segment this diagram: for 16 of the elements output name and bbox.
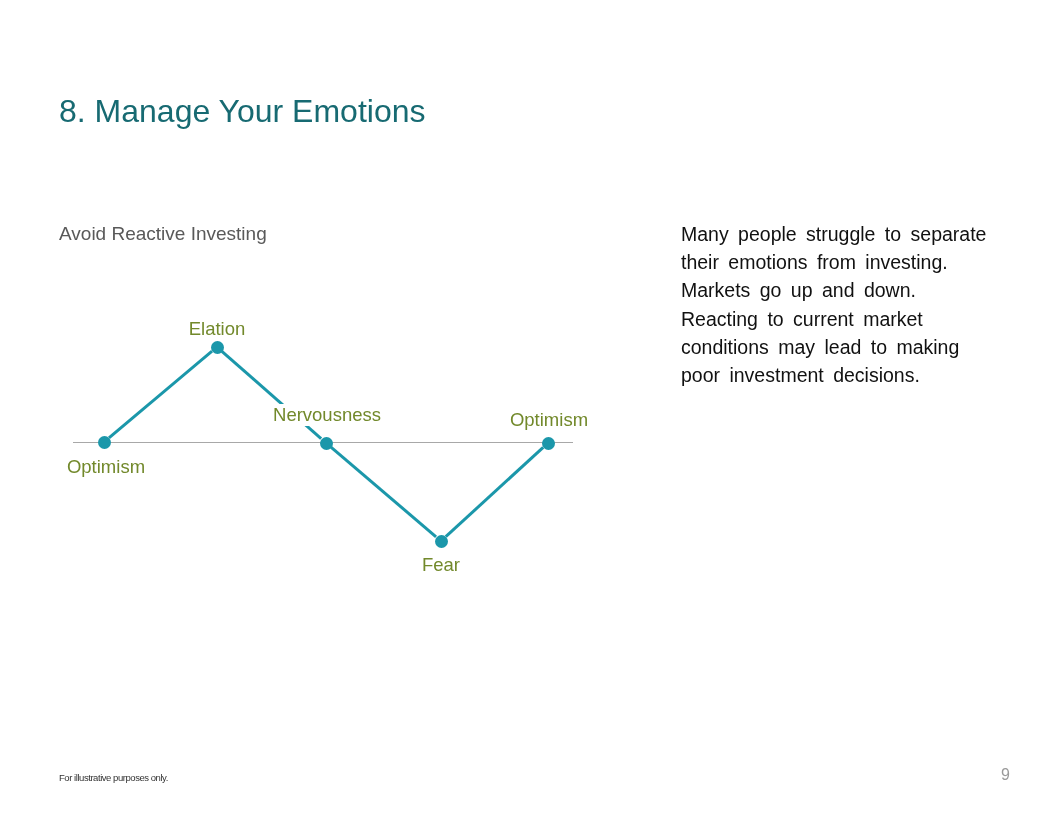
line-segment <box>329 446 438 538</box>
body-paragraph: Markets go up and down. <box>681 278 917 304</box>
data-point-marker <box>210 340 224 354</box>
slide-title: 8. Manage Your Emotions <box>59 92 426 131</box>
data-point-marker <box>434 534 448 548</box>
body-paragraph: Many people struggle to separate their emotions from investing. <box>681 222 988 276</box>
data-point-marker <box>319 436 333 450</box>
data-point-marker <box>541 436 555 450</box>
line-segment <box>444 446 545 538</box>
footnote: For illustrative purposes only. <box>59 772 168 784</box>
body-paragraph: Reacting to current market conditions may lead to making poor investment decisions. <box>681 306 961 388</box>
subtitle: Avoid Reactive Investing <box>59 222 267 246</box>
data-point-marker <box>97 435 111 449</box>
line-segment <box>108 350 213 439</box>
point-label: Nervousness <box>271 404 383 426</box>
page-number: 9 <box>1001 765 1010 785</box>
